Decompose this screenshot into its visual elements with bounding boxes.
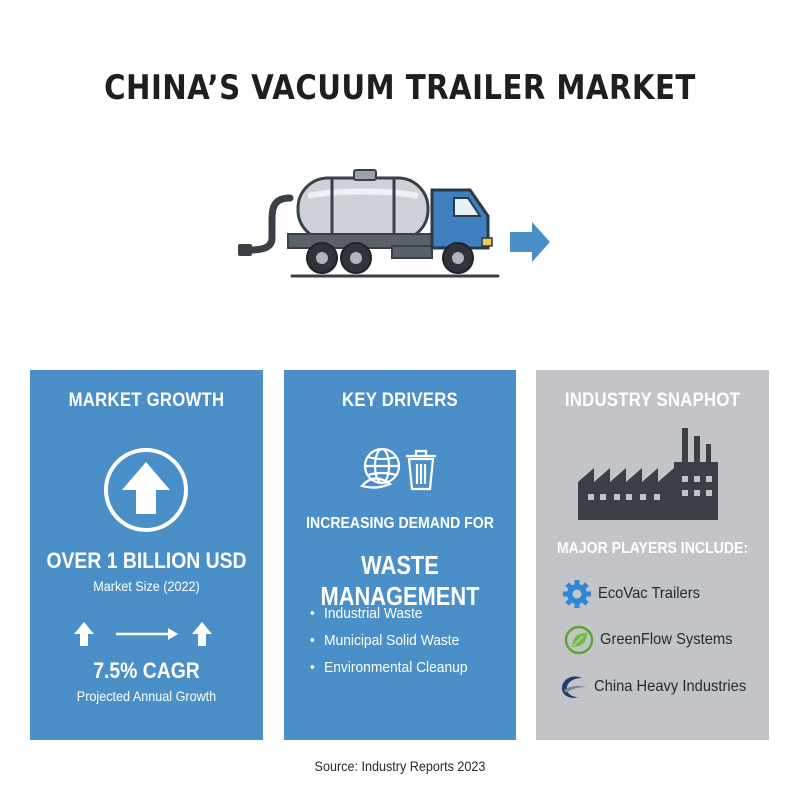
list-item: Municipal Solid Waste [310, 627, 494, 654]
source-caption: Source: Industry Reports 2023 [314, 758, 486, 774]
market-size-figure: OVER 1 BILLION USD [46, 548, 247, 573]
cagr-figure: 7.5% CAGR [93, 658, 200, 683]
globe-and-trash-bin-icon [360, 447, 436, 491]
player-item: GreenFlow Systems [564, 625, 744, 655]
panel-title: KEY DRIVERS [342, 390, 458, 411]
industry-snapshot-panel: INDUSTRY SNAPHOT MAJOR PLAYERS INCLUDE: [536, 370, 769, 740]
player-name: GreenFlow Systems [600, 631, 733, 648]
player-name: China Heavy Industries [594, 678, 747, 695]
vacuum-truck-icon [238, 169, 550, 278]
factory-icon [578, 428, 718, 520]
leaf-icon [564, 625, 594, 655]
market-size-caption: Market Size (2022) [93, 578, 200, 594]
player-item: EcoVac Trailers [562, 579, 709, 609]
gear-icon [563, 580, 591, 608]
player-item: China Heavy Industries [558, 672, 759, 702]
page-title: CHINA’S VACUUM TRAILER MARKET [104, 68, 696, 108]
swoosh-logo-icon [561, 676, 586, 698]
players-label: MAJOR PLAYERS INCLUDE: [556, 540, 749, 557]
player-name: EcoVac Trailers [598, 585, 700, 602]
growth-arrows-icon [74, 622, 212, 646]
panel-title: MARKET GROWTH [68, 390, 225, 411]
key-drivers-panel: KEY DRIVERS INCREASING DEMAND FOR WASTE … [284, 370, 516, 740]
drivers-list: Industrial Waste Municipal Solid Waste E… [310, 600, 510, 681]
list-item: Industrial Waste [310, 600, 494, 627]
cagr-caption: Projected Annual Growth [76, 688, 217, 704]
market-growth-panel: MARKET GROWTH OVER 1 BILLION USD Market … [30, 370, 263, 740]
drivers-lead-text: INCREASING DEMAND FOR [306, 515, 494, 532]
list-item: Environmental Cleanup [310, 654, 494, 681]
up-arrow-circle-icon [104, 448, 188, 532]
panel-title: INDUSTRY SNAPHOT [564, 390, 741, 411]
